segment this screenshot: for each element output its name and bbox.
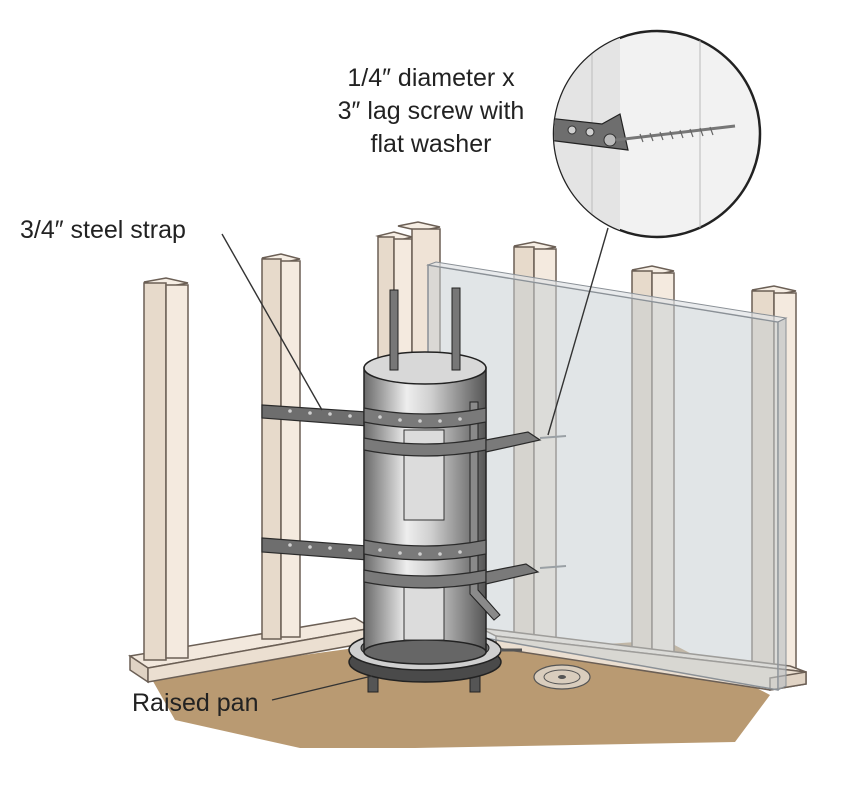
stud-2 [261,253,301,640]
strap-holes [288,409,462,556]
leader-strap [221,233,323,411]
lag-screw-label: 1/4″ diameter x 3″ lag screw with flat w… [318,62,544,161]
lag-screw-label-line-1: 1/4″ diameter x [347,64,515,92]
raised-pan-label: Raised pan [132,689,259,717]
zoom-callout [552,29,762,239]
stud-1 [143,277,189,661]
floor-drain [533,664,591,690]
lag-screw-label-line-2: 3″ lag screw with [337,97,525,125]
lag-screws [539,435,567,569]
leader-pan [271,675,373,701]
leader-screw [547,227,609,436]
leader-lines [221,227,609,701]
floor [150,640,770,748]
zoom-lag-screw [615,124,736,142]
strap-front [363,407,542,589]
lag-screw-label-line-3: flat washer [370,130,492,158]
steel-strap-label: 3/4″ steel strap [20,216,186,244]
